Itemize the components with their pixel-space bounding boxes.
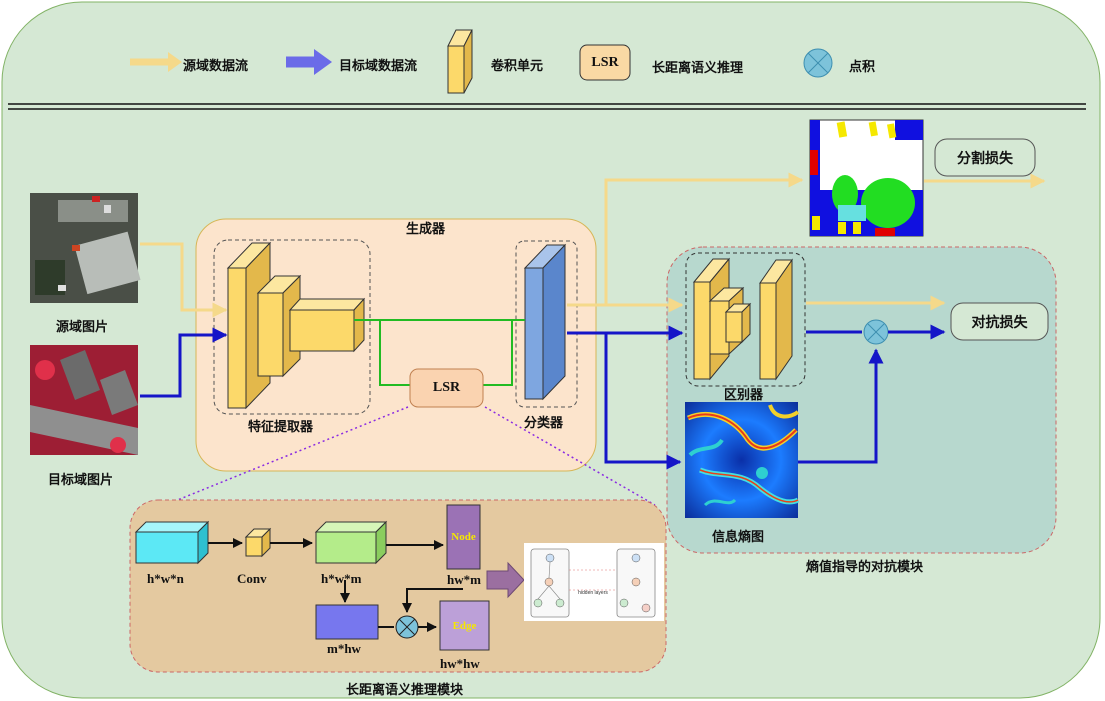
discriminator-label: 区别器: [724, 387, 764, 402]
classifier-block: [523, 243, 567, 401]
feature-extractor-box: [213, 239, 371, 415]
classifier-label: 分类器: [524, 415, 564, 430]
legend-target-flow-label: 目标域数据流: [339, 58, 418, 73]
legend-lsr-label: LSR: [591, 54, 619, 70]
target-image-label: 目标域图片: [48, 472, 114, 487]
segmentation-image: [809, 119, 924, 237]
entropy-map: [685, 402, 800, 518]
graph-reasoning-image: [524, 543, 664, 621]
entropy-to-dot-arrow: [798, 348, 884, 464]
legend-conv-unit-icon: [447, 29, 473, 94]
generator-lsr-box: [409, 368, 484, 408]
lsr-to-graph-arrow: [486, 561, 525, 599]
legend-conv-unit-label: 卷积单元: [491, 58, 544, 73]
lsr-conv-block: [244, 527, 272, 558]
classifier-box: [515, 240, 578, 408]
seg-loss-box: [934, 138, 1036, 177]
lsr-module-title: 长距离语义推理模块: [346, 682, 464, 697]
lsr-transpose-dim: m*hw: [327, 641, 361, 656]
lsr-node-label: Node: [451, 531, 476, 543]
target-to-entropy-arrow: [604, 333, 682, 470]
generator-title: 生成器: [406, 221, 446, 236]
lsr-feat-dim: h*w*m: [321, 571, 362, 586]
legend-dot-product-label: 点积: [849, 59, 876, 74]
feature-extractor-label: 特征提取器: [248, 419, 314, 434]
legend-lsr-desc-label: 长距离语义推理: [652, 60, 744, 75]
seg-loss-label: 分割损失: [957, 149, 1013, 166]
feature-extractor-conv-blocks: [226, 241, 366, 410]
lsr-edge-box: [439, 600, 490, 651]
discriminator-box: [685, 252, 806, 387]
entropy-map-label: 信息熵图: [712, 529, 765, 544]
target-image: [30, 345, 138, 455]
adv-loss-label: 对抗损失: [971, 313, 1028, 330]
lsr-connector-left: [354, 319, 410, 386]
lsr-node-dim: hw*m: [447, 572, 481, 587]
lsr-conv-label: Conv: [237, 571, 267, 586]
lsr-edge-dim: hw*hw: [440, 656, 480, 671]
legend-source-flow-label: 源域数据流: [183, 58, 249, 73]
lsr-node-box: [446, 504, 481, 570]
legend-source-arrow: [130, 52, 182, 72]
discriminator-conv-blocks: [692, 257, 793, 381]
target-flow-arrow: [140, 327, 228, 398]
lsr-input-cube: [134, 520, 210, 565]
adv-module-title: 熵值指导的对抗模块: [806, 559, 924, 574]
source-image: [30, 193, 141, 303]
lsr-edge-label: Edge: [452, 619, 477, 632]
source-image-label: 源域图片: [56, 319, 109, 334]
lsr-input-dim: h*w*n: [147, 571, 184, 586]
graph-hidden-layers-label: hidden layers: [578, 590, 608, 596]
generator-lsr-label: LSR: [432, 380, 461, 395]
lsr-transpose-box: [315, 604, 379, 640]
legend-target-arrow: [286, 49, 332, 75]
adv-loss-box: [950, 302, 1049, 341]
legend-lsr-box: [579, 44, 631, 81]
source-flow-arrow: [140, 242, 228, 318]
lsr-feature-cube: [314, 520, 388, 565]
